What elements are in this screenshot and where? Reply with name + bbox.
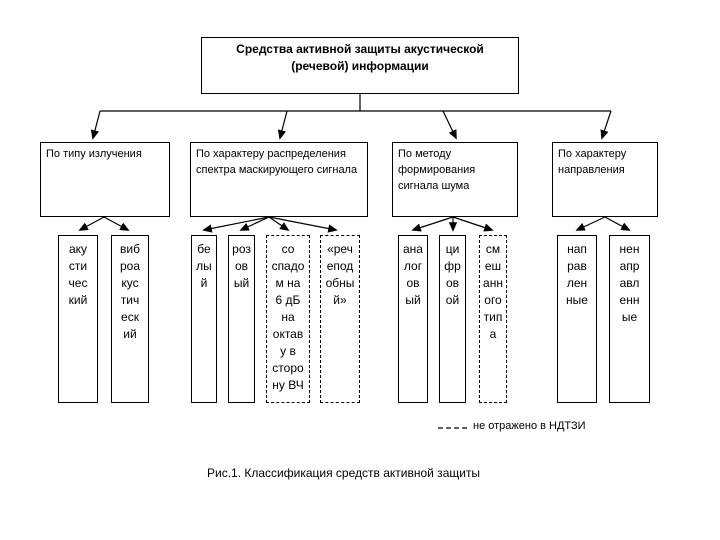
fan-connectors (78, 216, 631, 233)
legend-label: не отражено в НДТЗИ (473, 420, 586, 432)
leaf-slope-6db-per-octave: со спадо м на 6 дБ на октав у в сторо ну… (266, 235, 310, 403)
leaf-white-noise: бе лы й (191, 235, 217, 403)
trunk-connectors (90, 94, 612, 140)
category-radiation-type: По типу излучения (40, 142, 170, 217)
leaf-speech-like: «реч епод обны й» (320, 235, 360, 403)
leaf-non-directional: нен апр авл енн ые (609, 235, 650, 403)
leaf-directional: нап рав лен ные (557, 235, 597, 403)
category-spectrum-distribution: По характеру распределения спектра маски… (190, 142, 368, 217)
leaf-digital: ци фр ов ой (439, 235, 466, 403)
category-direction-character: По характеру направления (552, 142, 658, 217)
figure-caption: Рис.1. Классификация средств активной за… (207, 466, 481, 480)
leaf-acoustic: аку сти чес кий (58, 235, 98, 403)
leaf-vibroacoustic: виб роа кус тич еск ий (111, 235, 149, 403)
category-noise-formation-method: По методу формирования сигнала шума (392, 142, 518, 217)
leaf-analog: ана лог ов ый (398, 235, 428, 403)
leaf-pink-noise: роз ов ый (228, 235, 255, 403)
leaf-mixed-type: см еш анн ого тип а (479, 235, 507, 403)
root-node: Средства активной защиты акустической (р… (201, 37, 519, 94)
